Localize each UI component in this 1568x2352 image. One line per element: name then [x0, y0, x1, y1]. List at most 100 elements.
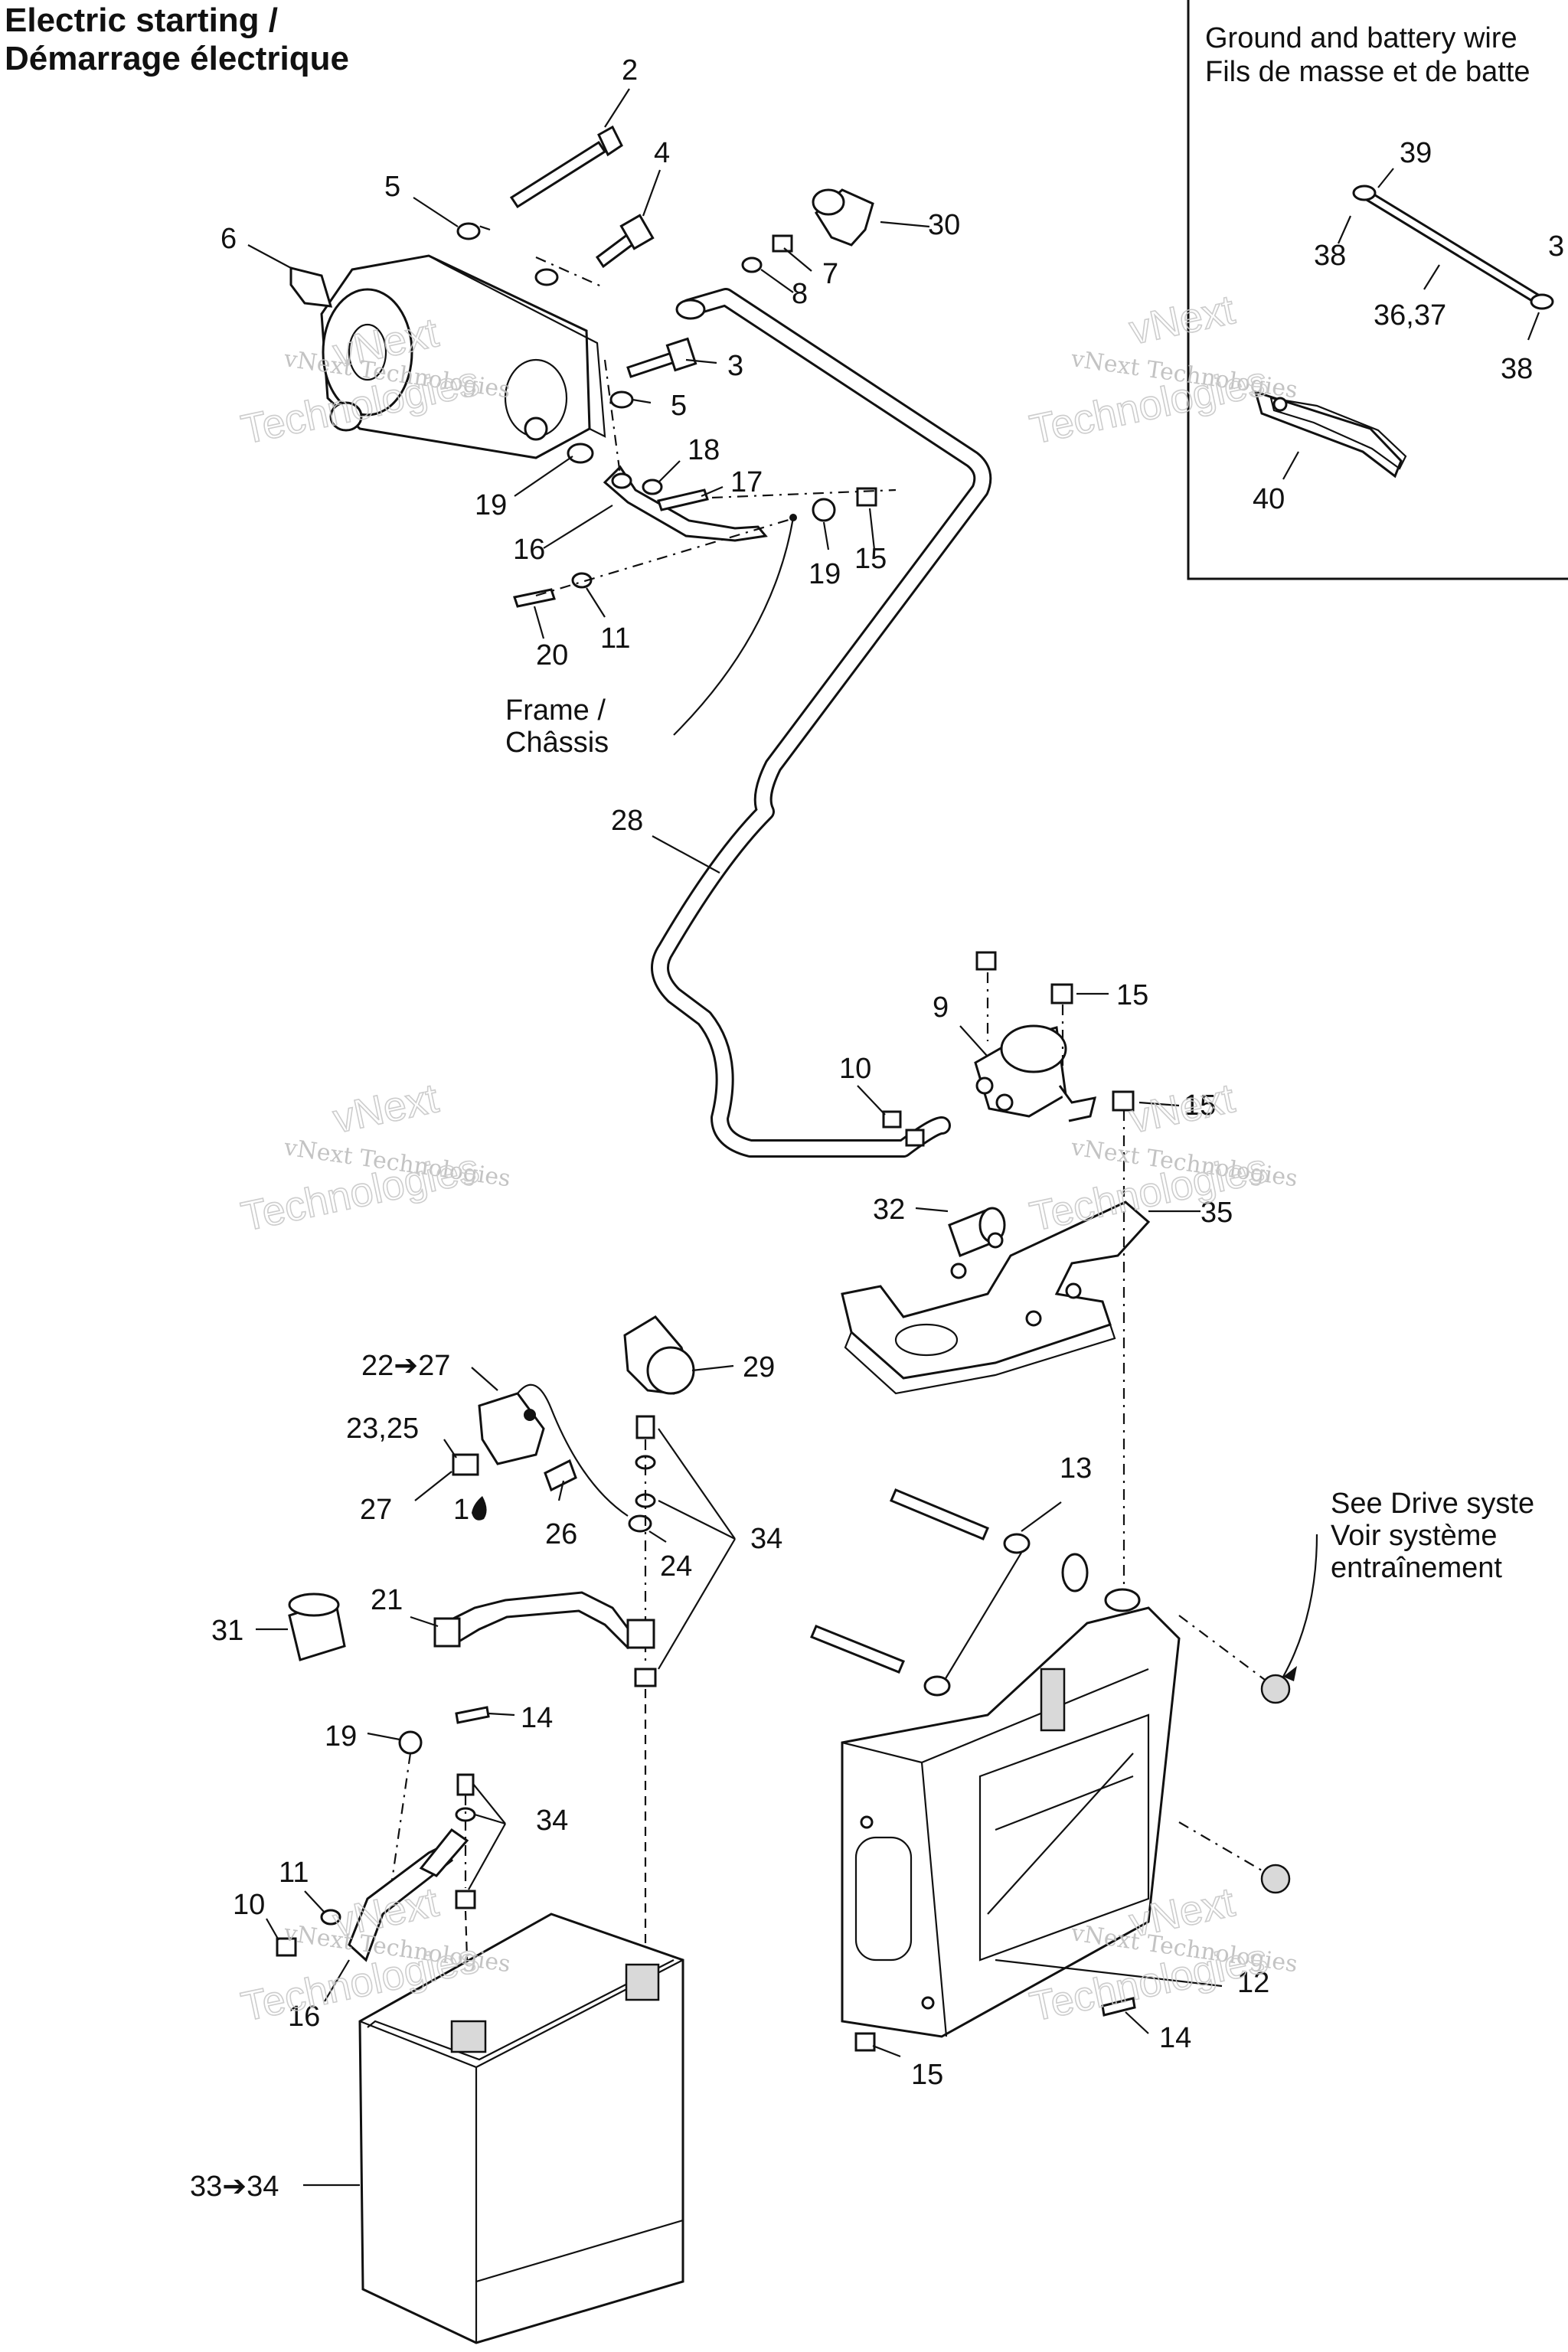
ground-strap-16-lower	[348, 1828, 469, 1962]
callout-36-37: 36,37	[1374, 299, 1446, 332]
battery-33-part	[358, 1913, 684, 2344]
callout-5-upper: 5	[384, 171, 400, 203]
starter-solenoid-part	[974, 1024, 1097, 1122]
star-washer-19-middle	[812, 498, 836, 522]
boot-32-part	[948, 1207, 1006, 1257]
frame-note-french: Châssis	[505, 727, 609, 759]
nut-15-upper	[856, 487, 877, 507]
title-english: Electric starting /	[5, 2, 279, 39]
callout-3: 3	[727, 350, 743, 382]
terminal-boot-30-part	[812, 188, 874, 247]
washer-11-lower	[320, 1909, 341, 1926]
callout-35: 35	[1200, 1197, 1233, 1229]
watermark-middle-left: vNext vNext Technologies Technologies	[237, 1075, 512, 1241]
terminal-cap-31-part	[288, 1592, 346, 1661]
callout-33-34: 33➔34	[190, 2171, 279, 2203]
callout-28: 28	[611, 805, 643, 837]
washer-5-lower	[609, 390, 634, 409]
callout-1: 1	[453, 1494, 469, 1526]
callout-leaders	[247, 88, 1223, 2187]
washer-13-upper	[1003, 1533, 1031, 1554]
callout-19-middle: 19	[808, 558, 841, 590]
nut-10-solenoid-b	[905, 1129, 925, 1147]
callout-38-lower: 38	[1501, 353, 1533, 385]
callout-labels: 2 4 5 6 30 7 8 3 5 18 17 19 16 19 15 20 …	[190, 54, 1564, 2203]
box-bolt-lower	[810, 1625, 905, 1674]
washer-18-part	[642, 479, 663, 495]
callout-38-upper: 38	[1314, 240, 1346, 272]
washer-13-lower	[923, 1675, 951, 1697]
bolt-3-part	[626, 337, 697, 378]
fuse-holder-part	[478, 1383, 652, 1533]
callout-22-27: 22➔27	[361, 1350, 450, 1382]
star-washer-19-upper	[567, 443, 594, 464]
nut-34-upper	[634, 1668, 657, 1687]
nut-15-box	[854, 2032, 876, 2052]
box-hook	[1061, 1553, 1089, 1592]
callout-29: 29	[743, 1351, 775, 1383]
callout-19-lower: 19	[325, 1720, 357, 1753]
washer-5-middle	[534, 268, 559, 286]
callout-10-solenoid: 10	[839, 1053, 871, 1085]
solenoid-bracket-35-part	[841, 1200, 1151, 1395]
callout-15-upper: 15	[854, 543, 887, 575]
starter-motor-part	[289, 254, 606, 459]
callout-34-lower: 34	[536, 1805, 568, 1837]
crimping-tool-part	[1253, 390, 1407, 479]
callout-23-25: 23,25	[346, 1413, 419, 1445]
callout-10-lower: 10	[233, 1889, 265, 1921]
callout-14-lower: 14	[521, 1702, 553, 1734]
callout-11-lower: 11	[279, 1857, 309, 1889]
washer-5-upper	[456, 222, 481, 240]
drive-note-french-1: Voir système	[1331, 1520, 1498, 1552]
callout-11-upper: 11	[600, 622, 630, 655]
battery-box-12-part	[841, 1588, 1181, 2038]
callout-16-lower: 16	[288, 2001, 320, 2033]
drive-system-nut-lower	[1260, 1864, 1291, 1894]
callout-21: 21	[371, 1584, 403, 1616]
bolt-34-lower	[456, 1773, 475, 1796]
callout-18: 18	[688, 434, 720, 466]
frame-note-english: Frame /	[505, 694, 606, 727]
washer-34-lower	[455, 1807, 476, 1822]
bolt-2-part	[509, 125, 623, 209]
bolt-14-box	[1101, 1997, 1136, 2017]
nut-15-solenoid-top	[975, 951, 997, 971]
callout-6: 6	[220, 223, 237, 255]
ground-cable-16-part	[603, 465, 768, 542]
callout-7: 7	[822, 258, 838, 290]
fuse-cover-26-part	[544, 1459, 577, 1492]
cable-21-part	[433, 1591, 655, 1650]
callout-15-mount: 15	[1184, 1089, 1216, 1122]
terminal-boot-29-part	[623, 1315, 695, 1395]
nut-10-solenoid	[882, 1110, 902, 1129]
nut-7-part	[772, 234, 793, 253]
callout-12: 12	[1237, 1967, 1269, 1999]
callout-9: 9	[933, 991, 949, 1024]
callout-24: 24	[660, 1550, 692, 1583]
callout-8: 8	[792, 278, 808, 310]
callout-17: 17	[730, 466, 763, 498]
grease-icon	[472, 1496, 487, 1521]
nut-34-lower	[455, 1890, 476, 1909]
bolt-4-part	[595, 214, 655, 269]
svg-text:vNext: vNext	[1125, 1075, 1239, 1142]
callout-2: 2	[622, 54, 638, 87]
drive-system-nut-upper	[1260, 1674, 1291, 1704]
callout-31: 31	[211, 1615, 243, 1647]
callout-5-lower: 5	[671, 390, 687, 422]
callout-15-solenoid: 15	[1116, 979, 1148, 1011]
inset-title-french: Fils de masse et de batte	[1205, 56, 1530, 88]
callout-13: 13	[1060, 1452, 1092, 1485]
callout-34-upper: 34	[750, 1523, 782, 1555]
svg-text:vNext: vNext	[1125, 286, 1239, 353]
diagram-title: Electric starting / Démarrage électrique	[5, 2, 349, 78]
callout-40: 40	[1253, 483, 1285, 515]
title-french: Démarrage électrique	[5, 40, 349, 77]
callout-39: 39	[1400, 137, 1432, 169]
drive-note-english: See Drive syste	[1331, 1488, 1534, 1520]
callout-15-box: 15	[911, 2059, 943, 2091]
ground-battery-wire-inset: Ground and battery wire Fils de masse et…	[1187, 0, 1568, 580]
nut-10-lower	[276, 1937, 297, 1957]
